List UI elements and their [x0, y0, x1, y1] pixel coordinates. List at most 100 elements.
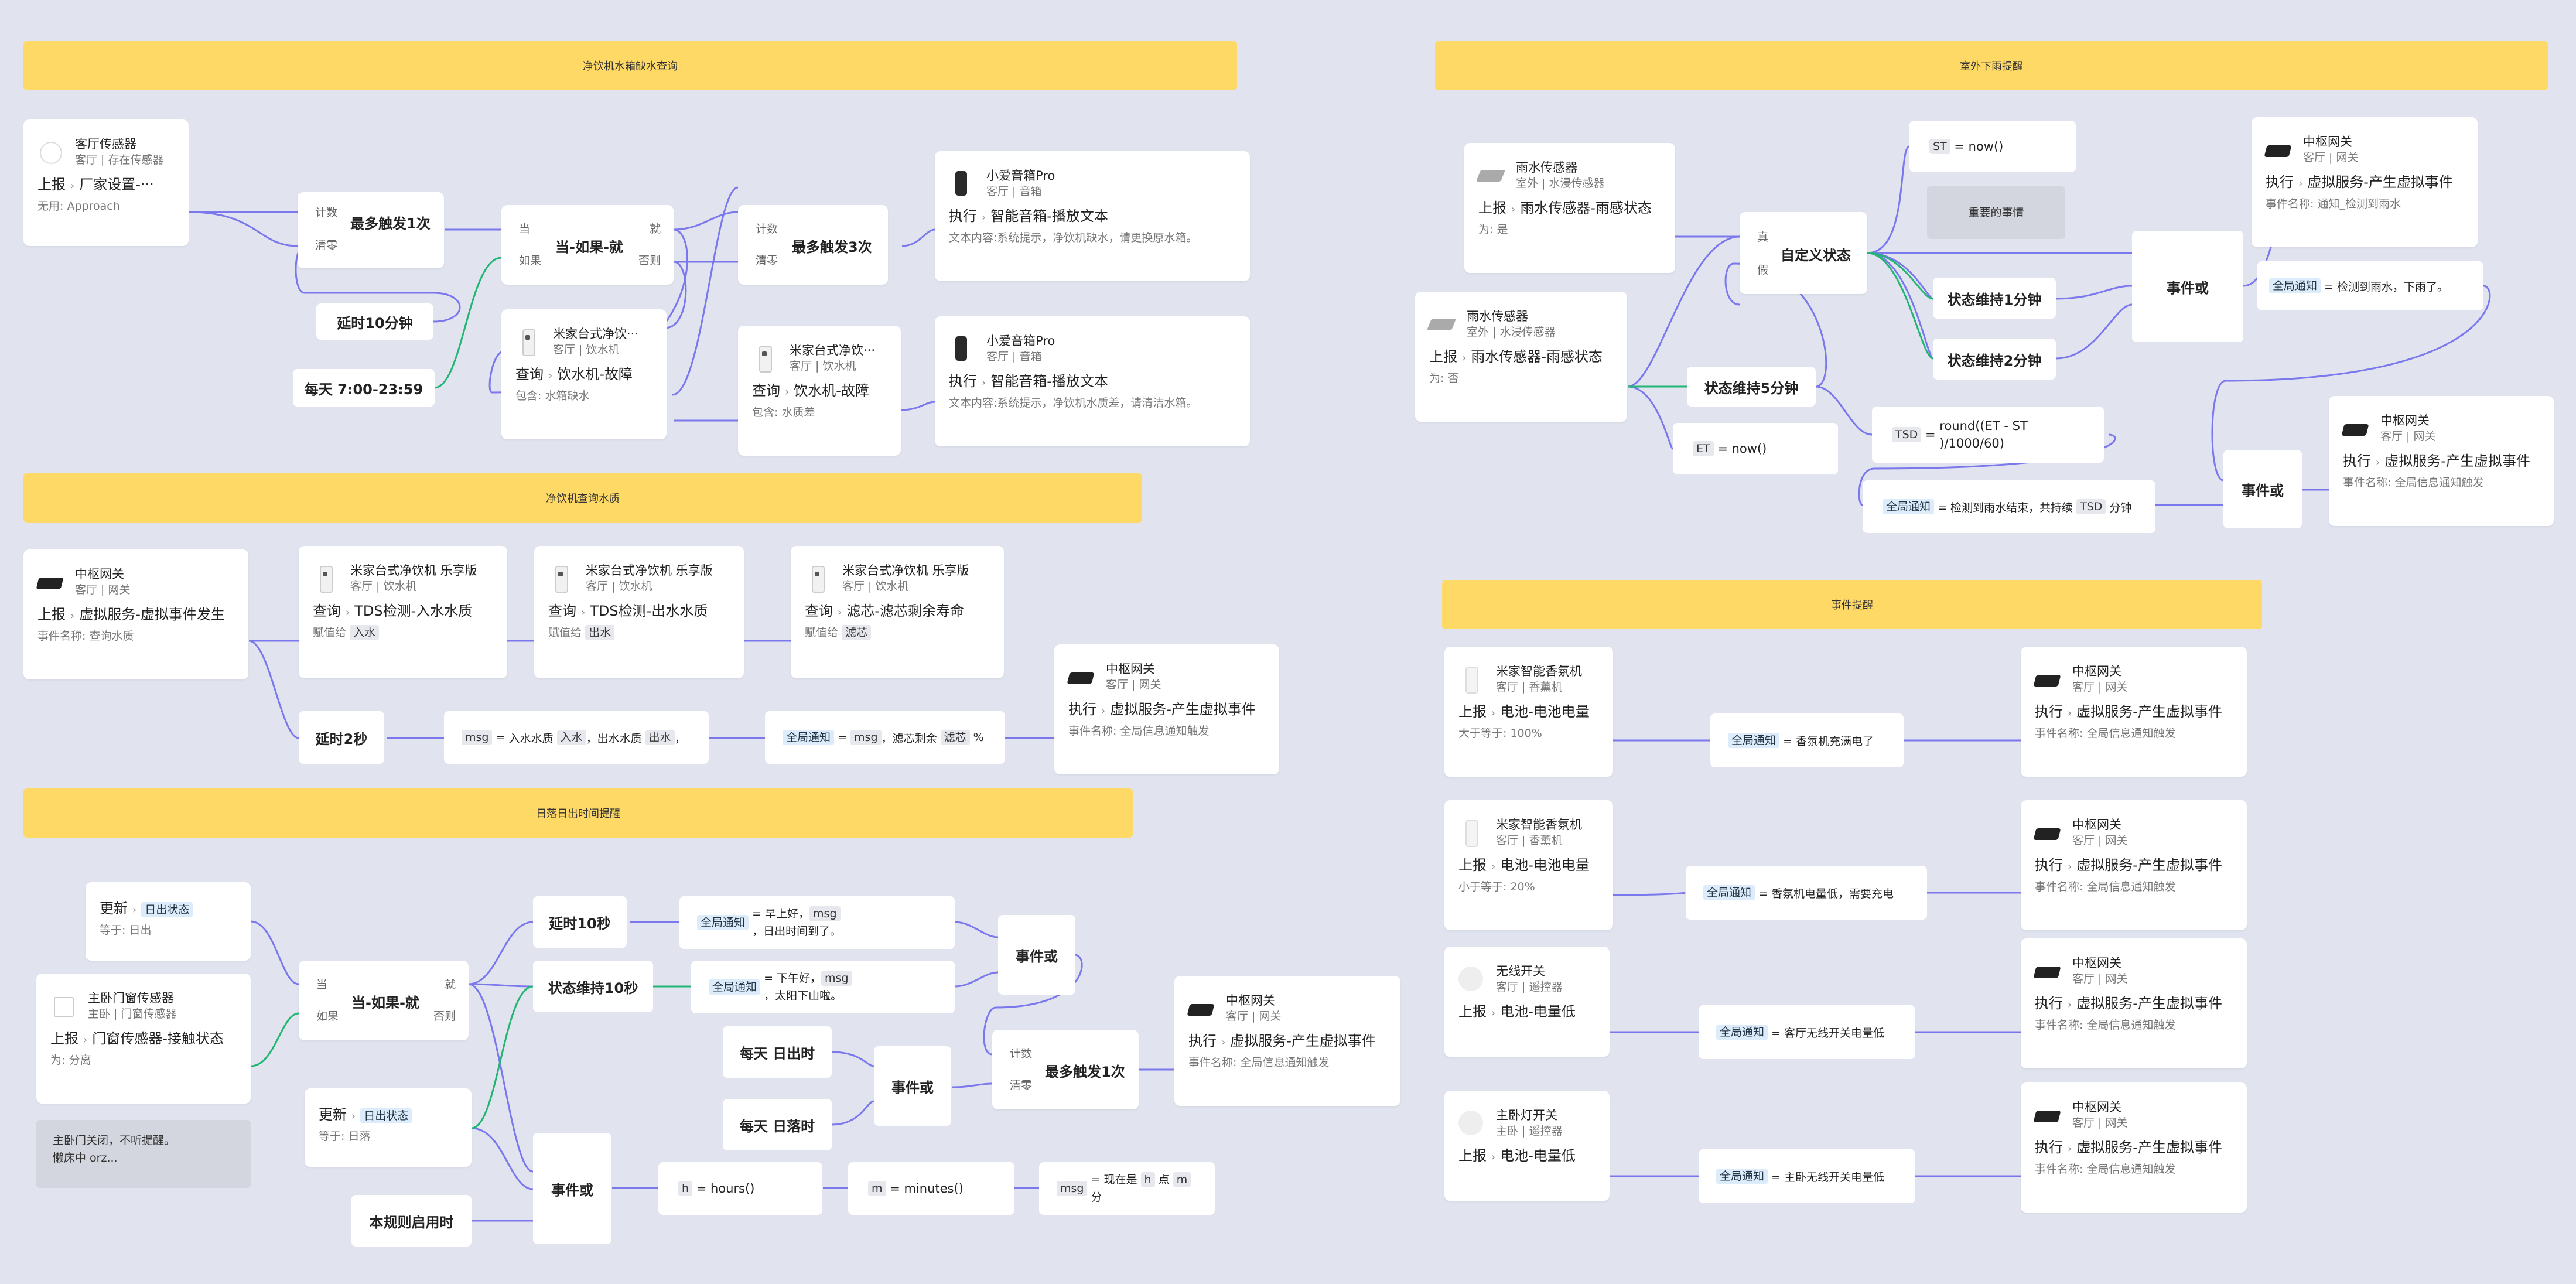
update-sunrise-card[interactable]: 更新›日出状态 等于: 日出 — [86, 882, 251, 961]
assign-m-node[interactable]: m = minutes() — [848, 1162, 1014, 1215]
keep-state-10s-node[interactable]: 状态维持10秒 — [533, 961, 653, 1012]
event-or-node-1[interactable]: 事件或 — [2132, 231, 2243, 342]
action-card-gateway-notify[interactable]: 中枢网关客厅 | 网关 执行›虚拟服务-产生虚拟事件 事件名称: 全局信息通知触… — [2329, 396, 2554, 526]
event-or-node-2[interactable]: 事件或 — [2223, 450, 2302, 528]
action-verb: 查询 — [515, 366, 544, 383]
event-or-node-sun[interactable]: 事件或 — [998, 915, 1075, 995]
trigger-card-door-sensor[interactable]: 主卧门窗传感器主卧 | 门窗传感器 上报›门窗传感器-接触状态 为: 分离 — [36, 974, 251, 1104]
device-location: 主卧 | 遥控器 — [1496, 1124, 1563, 1138]
global-notify-afternoon[interactable]: 全局通知 = 下午好，msg，太阳下山啦。 — [691, 961, 955, 1013]
update-sunset-card[interactable]: 更新›日出状态 等于: 日落 — [305, 1088, 472, 1167]
chevron-right-icon: › — [1491, 860, 1496, 873]
action-card-gateway-event-3[interactable]: 中枢网关客厅 | 网关 执行›虚拟服务-产生虚拟事件 事件名称: 全局信息通知触… — [2021, 938, 2247, 1068]
variable-filter: 滤芯 — [842, 625, 872, 640]
trigger-card-aroma-full[interactable]: 米家智能香氛机客厅 | 香薰机 上报›电池-电池电量 大于等于: 100% — [1444, 647, 1613, 777]
notify-text-a: = 检测到雨水结束，共持续 — [1938, 501, 2073, 514]
trigger-card-wireless-switch[interactable]: 无线开关客厅 | 遥控器 上报›电池-电量低 — [1444, 947, 1610, 1057]
assign-expression: = minutes() — [890, 1181, 964, 1196]
assign-et-node[interactable]: ET = now() — [1673, 423, 1838, 474]
device-name: 中枢网关 — [75, 566, 124, 581]
trigger-card-living-room-sensor[interactable]: 客厅传感器客厅 | 存在传感器 上报›厂家设置-··· 无用: Approach — [23, 119, 189, 246]
keep-state-1min-node[interactable]: 状态维持1分钟 — [1933, 278, 2056, 319]
chevron-right-icon: › — [1462, 352, 1467, 364]
action-verb: 执行 — [2343, 453, 2371, 469]
condition-value: 水箱缺水 — [545, 390, 590, 402]
device-name: 米家台式净饮机 乐享版 — [586, 563, 713, 578]
event-name-value: 查询水质 — [89, 630, 134, 643]
assign-msg-node[interactable]: msg = 入水水质 入水，出水水质 出水， — [444, 711, 709, 764]
global-notify-tag: 全局通知 — [709, 979, 761, 995]
event-name-label: 事件名称: — [2035, 727, 2083, 740]
global-notify-rain-end-node[interactable]: 全局通知 = 检测到雨水结束，共持续 TSD 分钟 — [1863, 480, 2155, 533]
limit-trigger-sun-node[interactable]: 计数 清零 最多触发1次 — [992, 1030, 1139, 1109]
action-verb: 执行 — [1188, 1033, 1217, 1049]
action-card-gateway-event-2[interactable]: 中枢网关客厅 | 网关 执行›虚拟服务-产生虚拟事件 事件名称: 全局信息通知触… — [2021, 800, 2247, 930]
delay-2s-node[interactable]: 延时2秒 — [299, 711, 384, 764]
trigger-card-gateway-query[interactable]: 中枢网关客厅 | 网关 上报›虚拟服务-虚拟事件发生 事件名称: 查询水质 — [23, 549, 248, 679]
global-notify-bedroom-switch[interactable]: 全局通知 = 主卧无线开关电量低 — [1699, 1149, 1915, 1203]
trigger-condition: 无用: Approach — [37, 200, 120, 213]
action-card-gateway-event-1[interactable]: 中枢网关客厅 | 网关 执行›虚拟服务-产生虚拟事件 事件名称: 全局信息通知触… — [2021, 647, 2247, 777]
trigger-card-aroma-low[interactable]: 米家智能香氛机客厅 | 香薰机 上报›电池-电池电量 小于等于: 20% — [1444, 800, 1613, 930]
limit-trigger-label: 最多触发1次 — [1045, 1064, 1125, 1080]
trigger-card-bedroom-switch[interactable]: 主卧灯开关主卧 | 遥控器 上报›电池-电量低 — [1444, 1091, 1610, 1201]
variable-in: 入水 — [556, 730, 586, 745]
assign-tsd-node[interactable]: TSD = round((ET - ST)/1000/60) — [1872, 407, 2104, 463]
action-card-gateway-quality[interactable]: 中枢网关客厅 | 网关 执行›虚拟服务-产生虚拟事件 事件名称: 全局信息通知触… — [1054, 644, 1279, 774]
limit-trigger-node[interactable]: 计数 清零 最多触发1次 — [298, 192, 444, 268]
action-card-gateway-rain[interactable]: 中枢网关客厅 | 网关 执行›虚拟服务-产生虚拟事件 事件名称: 通知_检测到雨… — [2252, 117, 2478, 247]
action-verb: 更新 — [319, 1107, 347, 1123]
if-then-node-sun[interactable]: 当 如果 就 否则 当-如果-就 — [299, 961, 469, 1040]
delay-node[interactable]: 延时10分钟 — [316, 303, 433, 340]
variable-msg: msg — [821, 971, 852, 986]
event-or-node-rule[interactable]: 事件或 — [533, 1133, 611, 1244]
query-card-tds-in[interactable]: 米家台式净饮机 乐享版客厅 | 饮水机 查询›TDS检测-入水水质 赋值给 入水 — [299, 546, 507, 678]
query-card-purifier-1[interactable]: 米家台式净饮···客厅 | 饮水机 查询›饮水机-故障 包含: 水箱缺水 — [501, 309, 667, 439]
text-content-value: 系统提示，净饮机缺水，请更换原水箱。 — [997, 231, 1198, 244]
trigger-card-rain-sensor-no[interactable]: 雨水传感器室外 | 水浸传感器 上报›雨水传感器-雨感状态 为: 否 — [1415, 292, 1627, 422]
query-card-tds-out[interactable]: 米家台式净饮机 乐享版客厅 | 饮水机 查询›TDS检测-出水水质 赋值给 出水 — [534, 546, 744, 678]
chevron-right-icon: › — [581, 606, 586, 619]
custom-state-node[interactable]: 真 假 自定义状态 — [1740, 212, 1867, 294]
trigger-condition: 大于等于: 100% — [1458, 727, 1542, 740]
action-name: 虚拟服务-产生虚拟事件 — [2384, 453, 2530, 469]
gateway-icon — [2035, 1102, 2059, 1127]
speaker-icon — [949, 171, 973, 196]
count-port-label: 计数 — [1010, 1047, 1033, 1060]
assign-h-node[interactable]: h = hours() — [658, 1162, 822, 1215]
water-purifier-icon — [752, 346, 777, 373]
daily-sunset-node[interactable]: 每天 日落时 — [723, 1099, 832, 1150]
event-or-node-daily[interactable]: 事件或 — [874, 1046, 951, 1126]
keep-state-2min-node[interactable]: 状态维持2分钟 — [1933, 339, 2056, 380]
global-notify-rain-node[interactable]: 全局通知 = 检测到雨水，下雨了。 — [2257, 261, 2483, 310]
action-name: 虚拟服务-产生虚拟事件 — [2307, 174, 2453, 190]
rule-enabled-node[interactable]: 本规则启用时 — [351, 1195, 472, 1247]
assign-st-node[interactable]: ST = now() — [1909, 121, 2076, 172]
limit-trigger-3-node[interactable]: 计数 清零 最多触发3次 — [738, 205, 888, 285]
global-notify-quality-node[interactable]: 全局通知 = msg，滤芯剩余 滤芯 % — [765, 711, 1005, 764]
global-notify-aroma-low[interactable]: 全局通知 = 香氛机电量低，需要充电 — [1686, 866, 1927, 920]
daily-sunrise-node[interactable]: 每天 日出时 — [723, 1026, 832, 1078]
delay-10s-node[interactable]: 延时10秒 — [533, 896, 627, 948]
action-name: 智能音箱-播放文本 — [990, 208, 1108, 224]
query-card-filter-life[interactable]: 米家台式净饮机 乐享版客厅 | 饮水机 查询›滤芯-滤芯剩余寿命 赋值给 滤芯 — [791, 546, 1004, 678]
device-name: 小爱音箱Pro — [986, 333, 1055, 348]
notify-text-a: = 下午好， — [764, 972, 822, 985]
trigger-card-rain-sensor-yes[interactable]: 雨水传感器室外 | 水浸传感器 上报›雨水传感器-雨感状态 为: 是 — [1464, 143, 1675, 273]
gateway-icon — [1068, 664, 1093, 689]
keep-state-5min-node[interactable]: 状态维持5分钟 — [1687, 367, 1816, 407]
daily-time-node[interactable]: 每天 7:00-23:59 — [293, 369, 435, 407]
wireless-switch-icon — [1458, 1111, 1483, 1135]
if-then-node[interactable]: 当 如果 就 否则 当-如果-就 — [501, 205, 674, 285]
chevron-right-icon: › — [982, 377, 986, 389]
global-notify-aroma-full[interactable]: 全局通知 = 香氛机充满电了 — [1710, 713, 1904, 767]
action-card-gateway-event-4[interactable]: 中枢网关客厅 | 网关 执行›虚拟服务-产生虚拟事件 事件名称: 全局信息通知触… — [2021, 1082, 2247, 1213]
global-notify-wireless-switch[interactable]: 全局通知 = 客厅无线开关电量低 — [1699, 1005, 1915, 1059]
custom-state-title: 自定义状态 — [1781, 247, 1851, 264]
query-card-purifier-2[interactable]: 米家台式净饮···客厅 | 饮水机 查询›饮水机-故障 包含: 水质差 — [738, 326, 901, 456]
global-notify-morning[interactable]: 全局通知 = 早上好，msg，日出时间到了。 — [679, 896, 955, 949]
action-card-gateway-sun[interactable]: 中枢网关客厅 | 网关 执行›虚拟服务-产生虚拟事件 事件名称: 全局信息通知触… — [1174, 976, 1400, 1106]
